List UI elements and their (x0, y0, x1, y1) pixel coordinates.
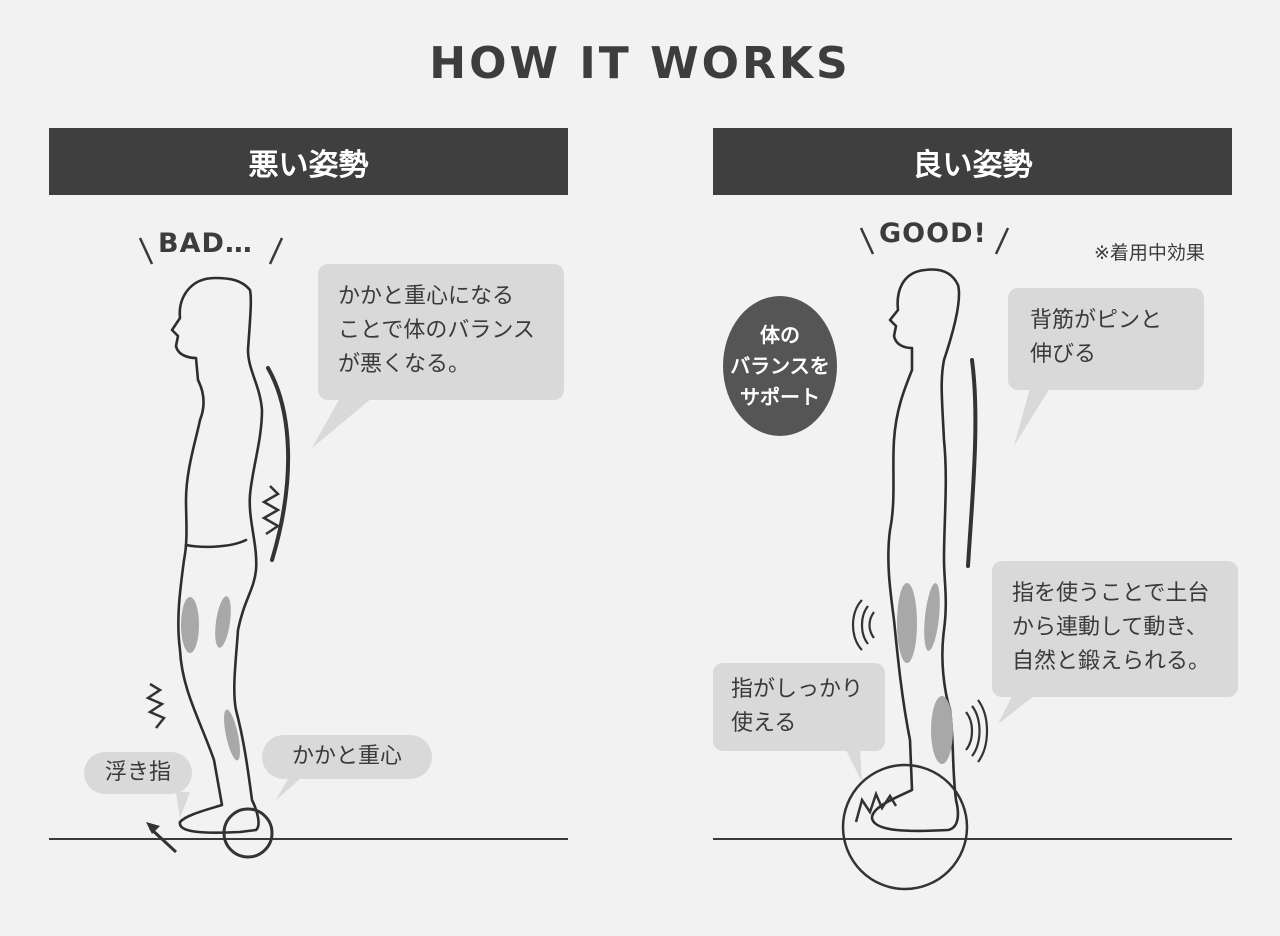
bubble-tail (1014, 388, 1050, 446)
bad-emphasis-marks-icon (138, 237, 284, 265)
back-straight-callout: 背筋がピンと 伸びる (1008, 288, 1204, 390)
floating-toes-callout: 浮き指 (84, 752, 192, 794)
toe-lift-arrow-icon (148, 826, 178, 854)
back-pain-zigzag-icon (261, 485, 281, 536)
good-posture-header: 良い姿勢 (713, 128, 1232, 195)
left-vibration-icon (851, 599, 875, 651)
bad-posture-header: 悪い姿勢 (49, 128, 568, 195)
leg-strain-zigzag-icon (145, 682, 167, 729)
bubble-tail (276, 772, 308, 800)
bad-exclaim: BAD… (158, 228, 253, 259)
good-posture-figure (870, 268, 961, 833)
good-exclaim: GOOD! (879, 218, 987, 249)
heel-highlight-circle (222, 807, 274, 859)
balance-support-badge: 体の バランスを サポート (723, 296, 837, 436)
bad-main-callout: かかと重心になる ことで体のバランス が悪くなる。 (318, 264, 564, 400)
heel-weight-callout: かかと重心 (262, 735, 432, 779)
leg-training-callout: 指を使うことで土台 から連動して動き、 自然と鍛えられる。 (992, 561, 1238, 697)
bad-spine-curve (266, 366, 291, 562)
bubble-tail (998, 696, 1034, 724)
bubble-tail (846, 750, 862, 782)
good-spine-line (966, 358, 978, 568)
bad-posture-figure (170, 276, 264, 834)
wearing-effect-note: ※着用中効果 (1094, 242, 1205, 264)
good-emphasis-marks-icon (859, 227, 1010, 255)
foot-highlight-circle (841, 763, 969, 891)
bubble-tail (176, 792, 190, 818)
bubble-tail (312, 398, 372, 448)
page-title: HOW IT WORKS (429, 38, 851, 89)
bad-muscle-highlights (181, 596, 240, 761)
right-vibration-icon (965, 699, 988, 763)
good-muscle-highlights (897, 583, 953, 764)
toe-grip-callout: 指がしっかり 使える (713, 663, 885, 751)
toe-grip-zigzag-icon (854, 790, 898, 823)
